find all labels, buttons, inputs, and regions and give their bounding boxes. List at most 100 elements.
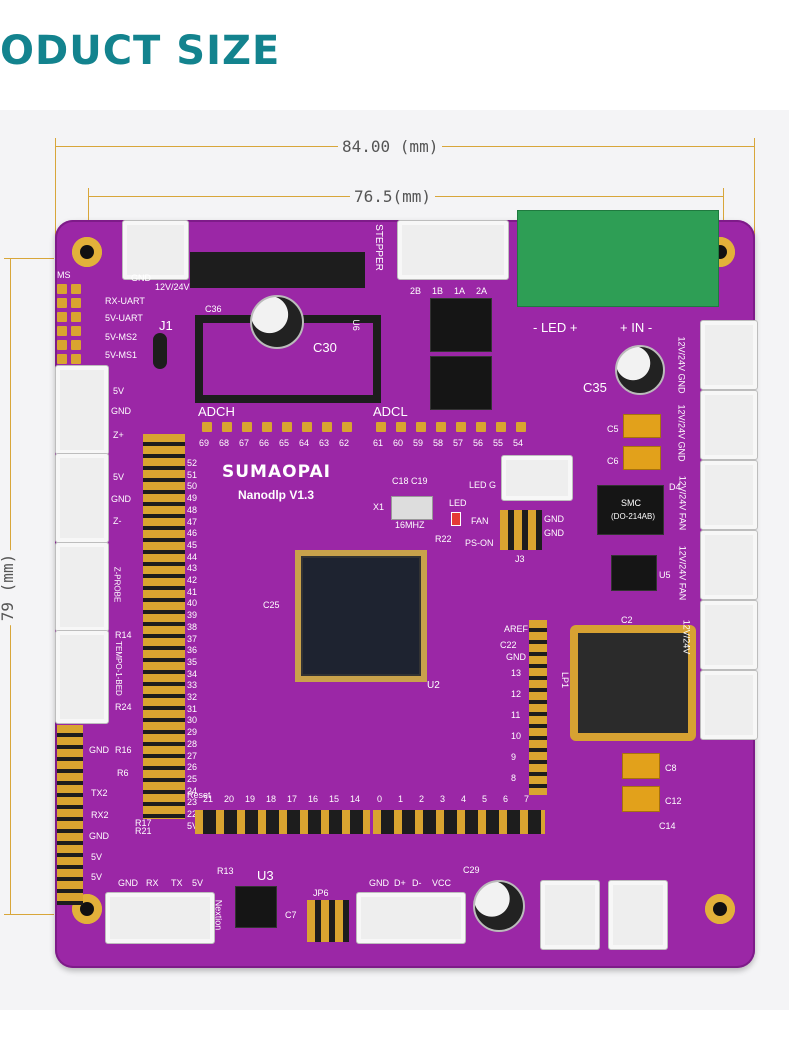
label-led: - LED +: [533, 320, 578, 335]
right-connector-5: [700, 600, 758, 670]
pin-label: 65: [279, 438, 290, 448]
pin-label: 66: [259, 438, 270, 448]
pin-label: 57: [453, 438, 464, 448]
j1-header: [153, 333, 167, 369]
label-c7: C7: [285, 910, 297, 920]
pin-label: 48: [187, 504, 198, 515]
pin-label: 45: [187, 539, 198, 550]
label-gnd-b: GND: [111, 494, 131, 504]
label-r24: R24: [115, 702, 132, 712]
label-zminus: Z-: [113, 516, 122, 526]
width-inner-tick-left: [88, 188, 89, 228]
label-r14: R14: [115, 630, 132, 640]
pin-label: 46: [187, 528, 198, 539]
header-pin: [242, 422, 252, 432]
mount-hole-tl: [72, 237, 102, 267]
pin-label: 28: [187, 738, 198, 749]
pin-label: 52: [187, 458, 198, 468]
label-c30: C30: [313, 340, 337, 355]
nextion-connector: [105, 892, 215, 944]
pin-label: 5V: [187, 820, 199, 831]
top-header: [190, 252, 365, 288]
label-reset: Reset: [187, 790, 211, 800]
pin-label: 11: [511, 710, 521, 720]
label-adcl: ADCL: [373, 404, 408, 419]
inductor-lp1: [570, 625, 696, 741]
pin-label: 27: [187, 750, 198, 761]
pin-label: 42: [187, 575, 198, 585]
label-12v-24v: 12V/24V: [155, 282, 190, 292]
pin-label: 0: [377, 794, 383, 804]
mcu-chip: [295, 550, 427, 682]
capacitor-c6: [623, 446, 661, 470]
label-tx2: TX2: [91, 788, 108, 798]
label-zplus: Z+: [113, 430, 124, 440]
pin-label: 59: [413, 438, 424, 448]
label-u5: U5: [659, 570, 671, 580]
label-c25: C25: [263, 600, 280, 610]
pin-label: 50: [187, 481, 198, 492]
right-connector-4: [700, 530, 758, 600]
pin-label: 61: [373, 438, 384, 448]
pin-label: 20: [224, 794, 235, 804]
label-5v-l2: 5V: [91, 872, 103, 882]
label-gnd-a: GND: [111, 406, 131, 416]
pin-label: 24: [187, 785, 198, 796]
pin-label: 9: [511, 752, 517, 762]
header-pin: [436, 422, 446, 432]
pin-label: 36: [187, 645, 198, 656]
width-outer-tick-left: [55, 138, 56, 258]
mosfet-q1: [430, 298, 492, 352]
label-adch: ADCH: [198, 404, 235, 419]
capacitor-c12: [622, 786, 660, 812]
pin-label: 14: [350, 794, 361, 804]
power-connector-top: [122, 220, 189, 280]
brand-logo: SUMAOPAI: [222, 462, 331, 482]
capacitor-c8: [622, 753, 660, 779]
label-2a: 2A: [476, 286, 488, 296]
label-c8: C8: [665, 763, 677, 773]
capacitor-c30: [250, 295, 304, 349]
bottom-connector-a: [540, 880, 600, 950]
adcl-pin-row: [371, 420, 531, 434]
header-pin: [262, 422, 272, 432]
capacitor-c29: [473, 880, 525, 932]
label-gnd-j3a: GND: [544, 514, 564, 524]
width-inner-tick-right: [723, 188, 724, 228]
label-smc-pkg: (DO-214AB): [611, 512, 656, 521]
right-connector-3: [700, 460, 758, 530]
header-pin: [376, 422, 386, 432]
label-r22: R22: [435, 534, 452, 544]
label-r21: R21: [135, 826, 152, 836]
pin-label: 3: [440, 794, 446, 804]
pin-label: 69: [199, 438, 210, 448]
header-pin: [416, 422, 426, 432]
label-usb-dm: D-: [412, 878, 422, 888]
label-b-5v: 5V: [192, 878, 204, 888]
label-gnd-l2: GND: [89, 831, 109, 841]
pin-label: 16: [308, 794, 319, 804]
label-gnd-aref: GND: [506, 652, 526, 662]
label-rx2: RX2: [91, 810, 109, 820]
header-pin: [476, 422, 486, 432]
zminus-connector: [55, 453, 109, 543]
pin-label: 51: [187, 469, 198, 480]
adch-pin-row: [197, 420, 357, 434]
label-led-small: LED: [449, 498, 467, 508]
left-lower-header: [57, 725, 83, 905]
pin-label: 34: [187, 668, 198, 679]
usb-chip-u3: [235, 886, 277, 928]
screw-terminal: [517, 210, 719, 307]
label-smc: SMC: [621, 498, 641, 508]
pin-label: 68: [219, 438, 230, 448]
pin-label: 30: [187, 715, 198, 726]
label-aref: AREF: [504, 624, 529, 634]
regulator-u5: [611, 555, 657, 591]
header-pin: [342, 422, 352, 432]
label-5v-uart: 5V-UART: [105, 313, 143, 323]
pin-label: 41: [187, 586, 198, 597]
label-5v-ms1: 5V-MS1: [105, 350, 138, 360]
header-pin: [396, 422, 406, 432]
pin-label: 7: [524, 794, 530, 804]
header-pin: [222, 422, 232, 432]
